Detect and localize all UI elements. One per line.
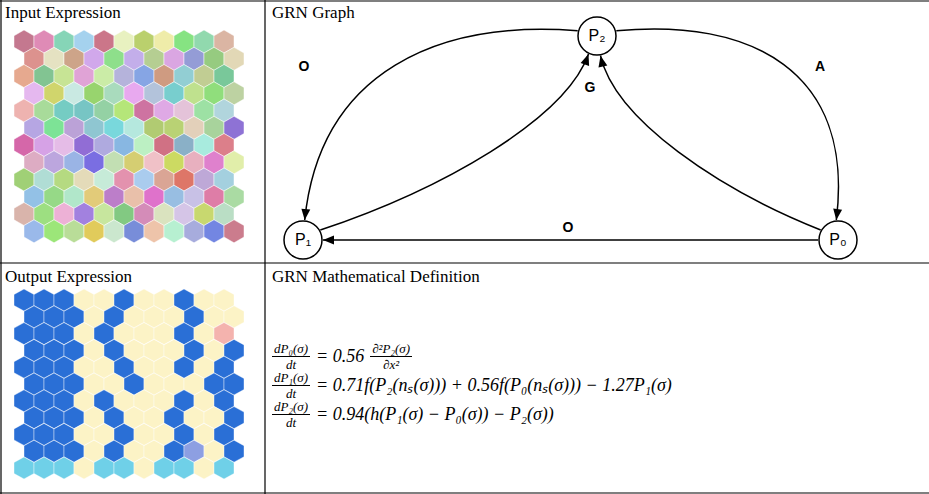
fraction-numerator: ∂²P₂(σ) bbox=[370, 341, 412, 357]
table-rule bbox=[0, 0, 1, 494]
equation-term: = 0.71f(P₂(nₛ(σ))) + 0.56f(P₀(nₛ(σ))) − … bbox=[316, 374, 672, 396]
table-rule bbox=[0, 0, 929, 1]
equation: dP₀(σ)dt = 0.56 ∂²P₂(σ)∂x² bbox=[272, 341, 412, 372]
fraction: ∂²P₂(σ)∂x² bbox=[370, 341, 412, 372]
expression-cell bbox=[44, 220, 64, 243]
gene-node: P₁ bbox=[283, 220, 323, 260]
arrowhead bbox=[323, 236, 334, 245]
edge-label: O bbox=[561, 219, 576, 235]
fraction-denominator: dt bbox=[284, 415, 298, 430]
connector bbox=[320, 54, 589, 230]
connector-line bbox=[323, 239, 818, 241]
arrowhead bbox=[581, 54, 590, 66]
expression-cell bbox=[224, 220, 244, 243]
cell-header: GRN Graph bbox=[272, 3, 355, 23]
fraction-numerator: dP₁(σ) bbox=[272, 370, 310, 386]
expression-cell bbox=[64, 220, 84, 243]
expression-cell bbox=[184, 220, 204, 243]
table-rule bbox=[0, 492, 929, 493]
node-outline bbox=[578, 17, 616, 55]
expression-cell bbox=[124, 220, 144, 243]
fraction-numerator: dP₂(σ) bbox=[272, 399, 310, 415]
expression-cell bbox=[134, 457, 154, 479]
cell-header: Input Expression bbox=[5, 3, 121, 23]
expression-cell bbox=[94, 457, 114, 479]
expression-cell bbox=[164, 220, 184, 243]
fraction-denominator: ∂x² bbox=[381, 357, 401, 372]
equation-term: = 0.56 bbox=[316, 345, 364, 367]
expression-cell bbox=[104, 220, 124, 243]
expression-cell bbox=[54, 457, 74, 479]
connector-line bbox=[601, 56, 821, 230]
node-label: P₀ bbox=[829, 231, 846, 249]
expression-cell bbox=[174, 457, 194, 479]
edge-label: G bbox=[583, 79, 598, 95]
expression-cell bbox=[34, 457, 54, 479]
arrowhead bbox=[301, 209, 310, 220]
edge-label: A bbox=[813, 58, 827, 74]
cell-header: GRN Mathematical Definition bbox=[272, 267, 480, 287]
gene-node: P₂ bbox=[577, 16, 617, 56]
expression-cell bbox=[214, 457, 234, 479]
output-expression-grid bbox=[0, 0, 265, 494]
equation: dP₂(σ)dt = 0.94(h(P₁(σ) − P₀(σ)) − P₂(σ)) bbox=[272, 399, 554, 430]
fraction: dP₀(σ)dt bbox=[272, 341, 310, 372]
connector-line bbox=[616, 29, 838, 220]
expression-cell bbox=[114, 457, 134, 479]
fraction: dP₂(σ)dt bbox=[272, 399, 310, 430]
expression-cell bbox=[154, 457, 174, 479]
node-outline bbox=[284, 221, 322, 259]
gene-node: P₀ bbox=[818, 220, 858, 260]
arrowhead bbox=[599, 56, 608, 68]
input-expression-grid bbox=[0, 0, 265, 263]
expression-cell bbox=[204, 220, 224, 243]
connector-line bbox=[305, 29, 578, 220]
connector bbox=[323, 236, 818, 245]
expression-cell bbox=[14, 457, 34, 479]
expression-cell bbox=[24, 220, 44, 243]
node-label: P₁ bbox=[295, 231, 311, 249]
connector bbox=[599, 56, 821, 230]
node-label: P₂ bbox=[589, 27, 606, 45]
expression-cell bbox=[84, 220, 104, 243]
connector bbox=[616, 29, 842, 220]
table-rule bbox=[264, 0, 265, 494]
expression-cell bbox=[194, 457, 214, 479]
connector-line bbox=[320, 54, 588, 230]
fraction-numerator: dP₀(σ) bbox=[272, 341, 310, 357]
edge-label: O bbox=[297, 58, 312, 74]
fraction: dP₁(σ)dt bbox=[272, 370, 310, 401]
node-outline bbox=[819, 221, 857, 259]
equation-term: = 0.94(h(P₁(σ) − P₀(σ)) − P₂(σ)) bbox=[316, 403, 554, 425]
cell-header: Output Expression bbox=[5, 267, 132, 287]
connector bbox=[301, 29, 577, 220]
table-rule bbox=[0, 262, 929, 263]
arrowhead bbox=[833, 209, 842, 221]
expression-cell bbox=[144, 220, 164, 243]
expression-cell bbox=[74, 457, 94, 479]
equation: dP₁(σ)dt = 0.71f(P₂(nₛ(σ))) + 0.56f(P₀(nₛ… bbox=[272, 370, 672, 401]
